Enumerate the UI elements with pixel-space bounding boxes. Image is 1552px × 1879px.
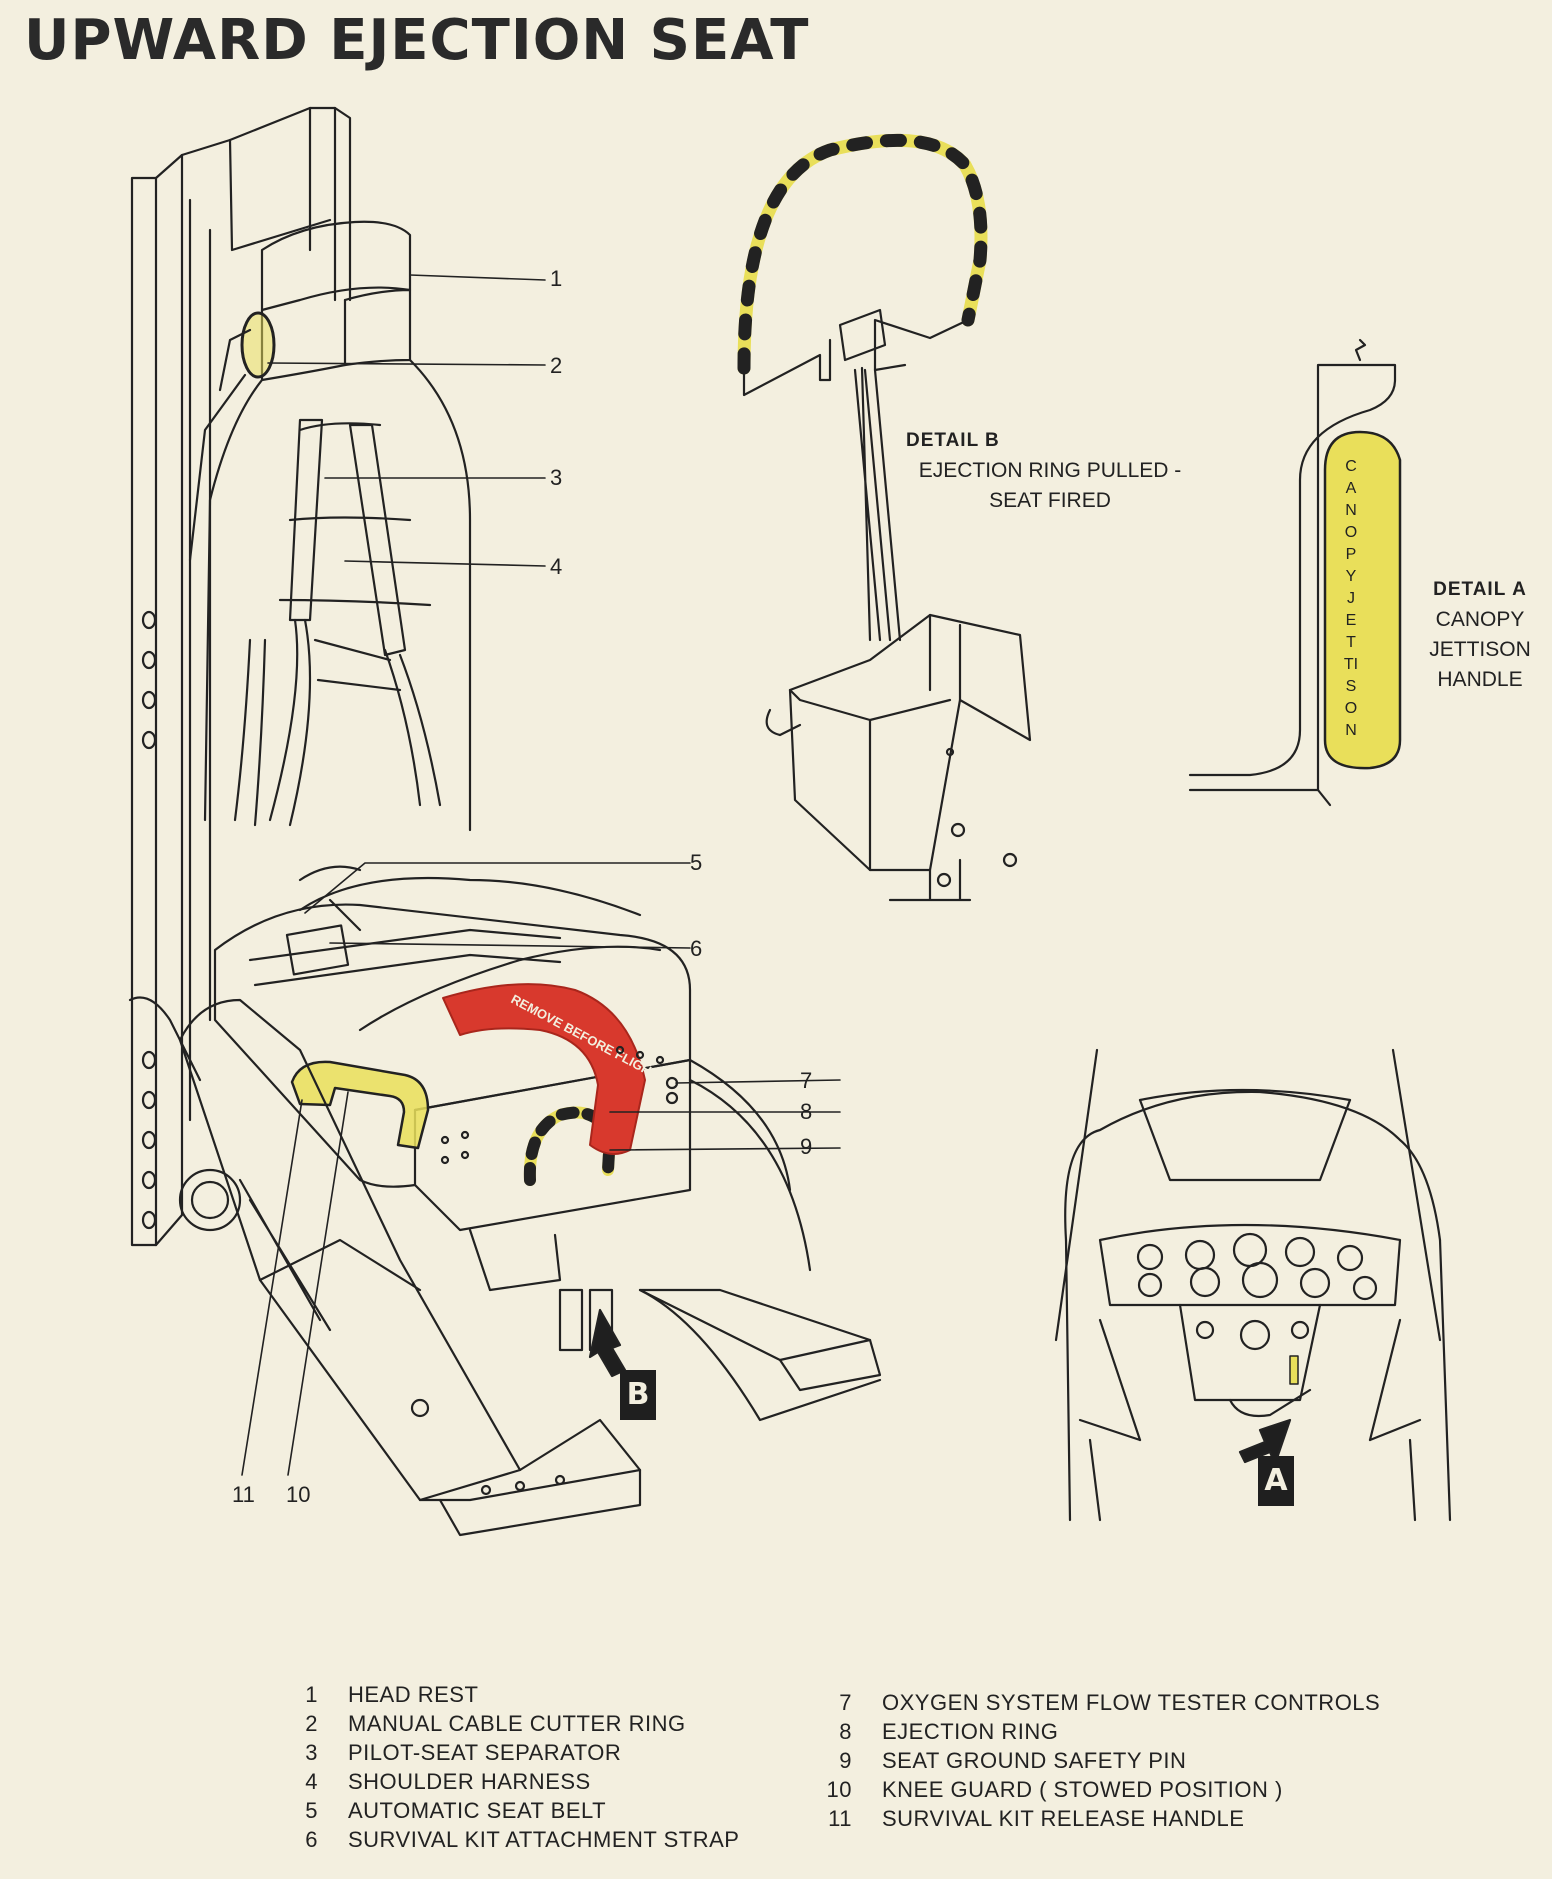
callout-10: 10 — [286, 1482, 311, 1507]
marker-a: A — [1258, 1456, 1294, 1506]
callout-8: 8 — [800, 1099, 813, 1124]
main-seat-illustration: REMOVE BEFORE FLIGHT — [128, 106, 882, 1537]
manual-cable-cutter-ring — [240, 311, 276, 379]
detail-a-caption: DETAIL A CANOPY JETTISON HANDLE — [1410, 574, 1550, 695]
canopy-jettison-handle — [1323, 430, 1402, 770]
detail-a-caption-line1: CANOPY — [1435, 608, 1525, 631]
rail-holes — [141, 610, 157, 1230]
detail-a-illustration — [1188, 338, 1402, 807]
callout-3: 3 — [550, 465, 563, 490]
callout-5: 5 — [690, 850, 703, 875]
shoulder-harness — [233, 418, 442, 827]
callout-1: 1 — [550, 266, 563, 291]
detail-a-caption-line3: HANDLE — [1437, 668, 1523, 691]
callout-6: 6 — [690, 936, 703, 961]
page-title: UPWARD EJECTION SEAT — [24, 8, 810, 73]
survival-kit-release-handle — [290, 1060, 430, 1150]
detail-b-illustration — [737, 133, 1032, 902]
callout-7: 7 — [800, 1068, 813, 1093]
knee-guard-left — [178, 998, 522, 1502]
cockpit-illustration — [1054, 1048, 1452, 1522]
seat-belt — [248, 928, 562, 987]
remove-before-flight-tag — [442, 983, 646, 1155]
callout-2: 2 — [550, 353, 563, 378]
knee-guard-right — [638, 1288, 872, 1362]
canopy-jettison-handle-text: CANOPY JETTISON — [1343, 458, 1359, 739]
callout-9: 9 — [800, 1134, 813, 1159]
callout-leaders — [241, 274, 841, 1476]
marker-b: B — [620, 1370, 656, 1420]
head-rest — [260, 220, 412, 312]
detail-b-caption-line1: EJECTION RING PULLED - — [918, 459, 1182, 482]
ejection-ring-pulled — [737, 133, 988, 375]
callout-4: 4 — [550, 554, 563, 579]
detail-b-heading: DETAIL B — [906, 430, 1000, 451]
detail-a-caption-line2: JETTISON — [1429, 638, 1531, 661]
callout-11: 11 — [232, 1482, 255, 1507]
detail-b-caption: DETAIL B EJECTION RING PULLED - SEAT FIR… — [900, 425, 1200, 516]
detail-b-caption-line2: SEAT FIRED — [989, 489, 1111, 512]
detail-a-heading: DETAIL A — [1433, 579, 1527, 600]
